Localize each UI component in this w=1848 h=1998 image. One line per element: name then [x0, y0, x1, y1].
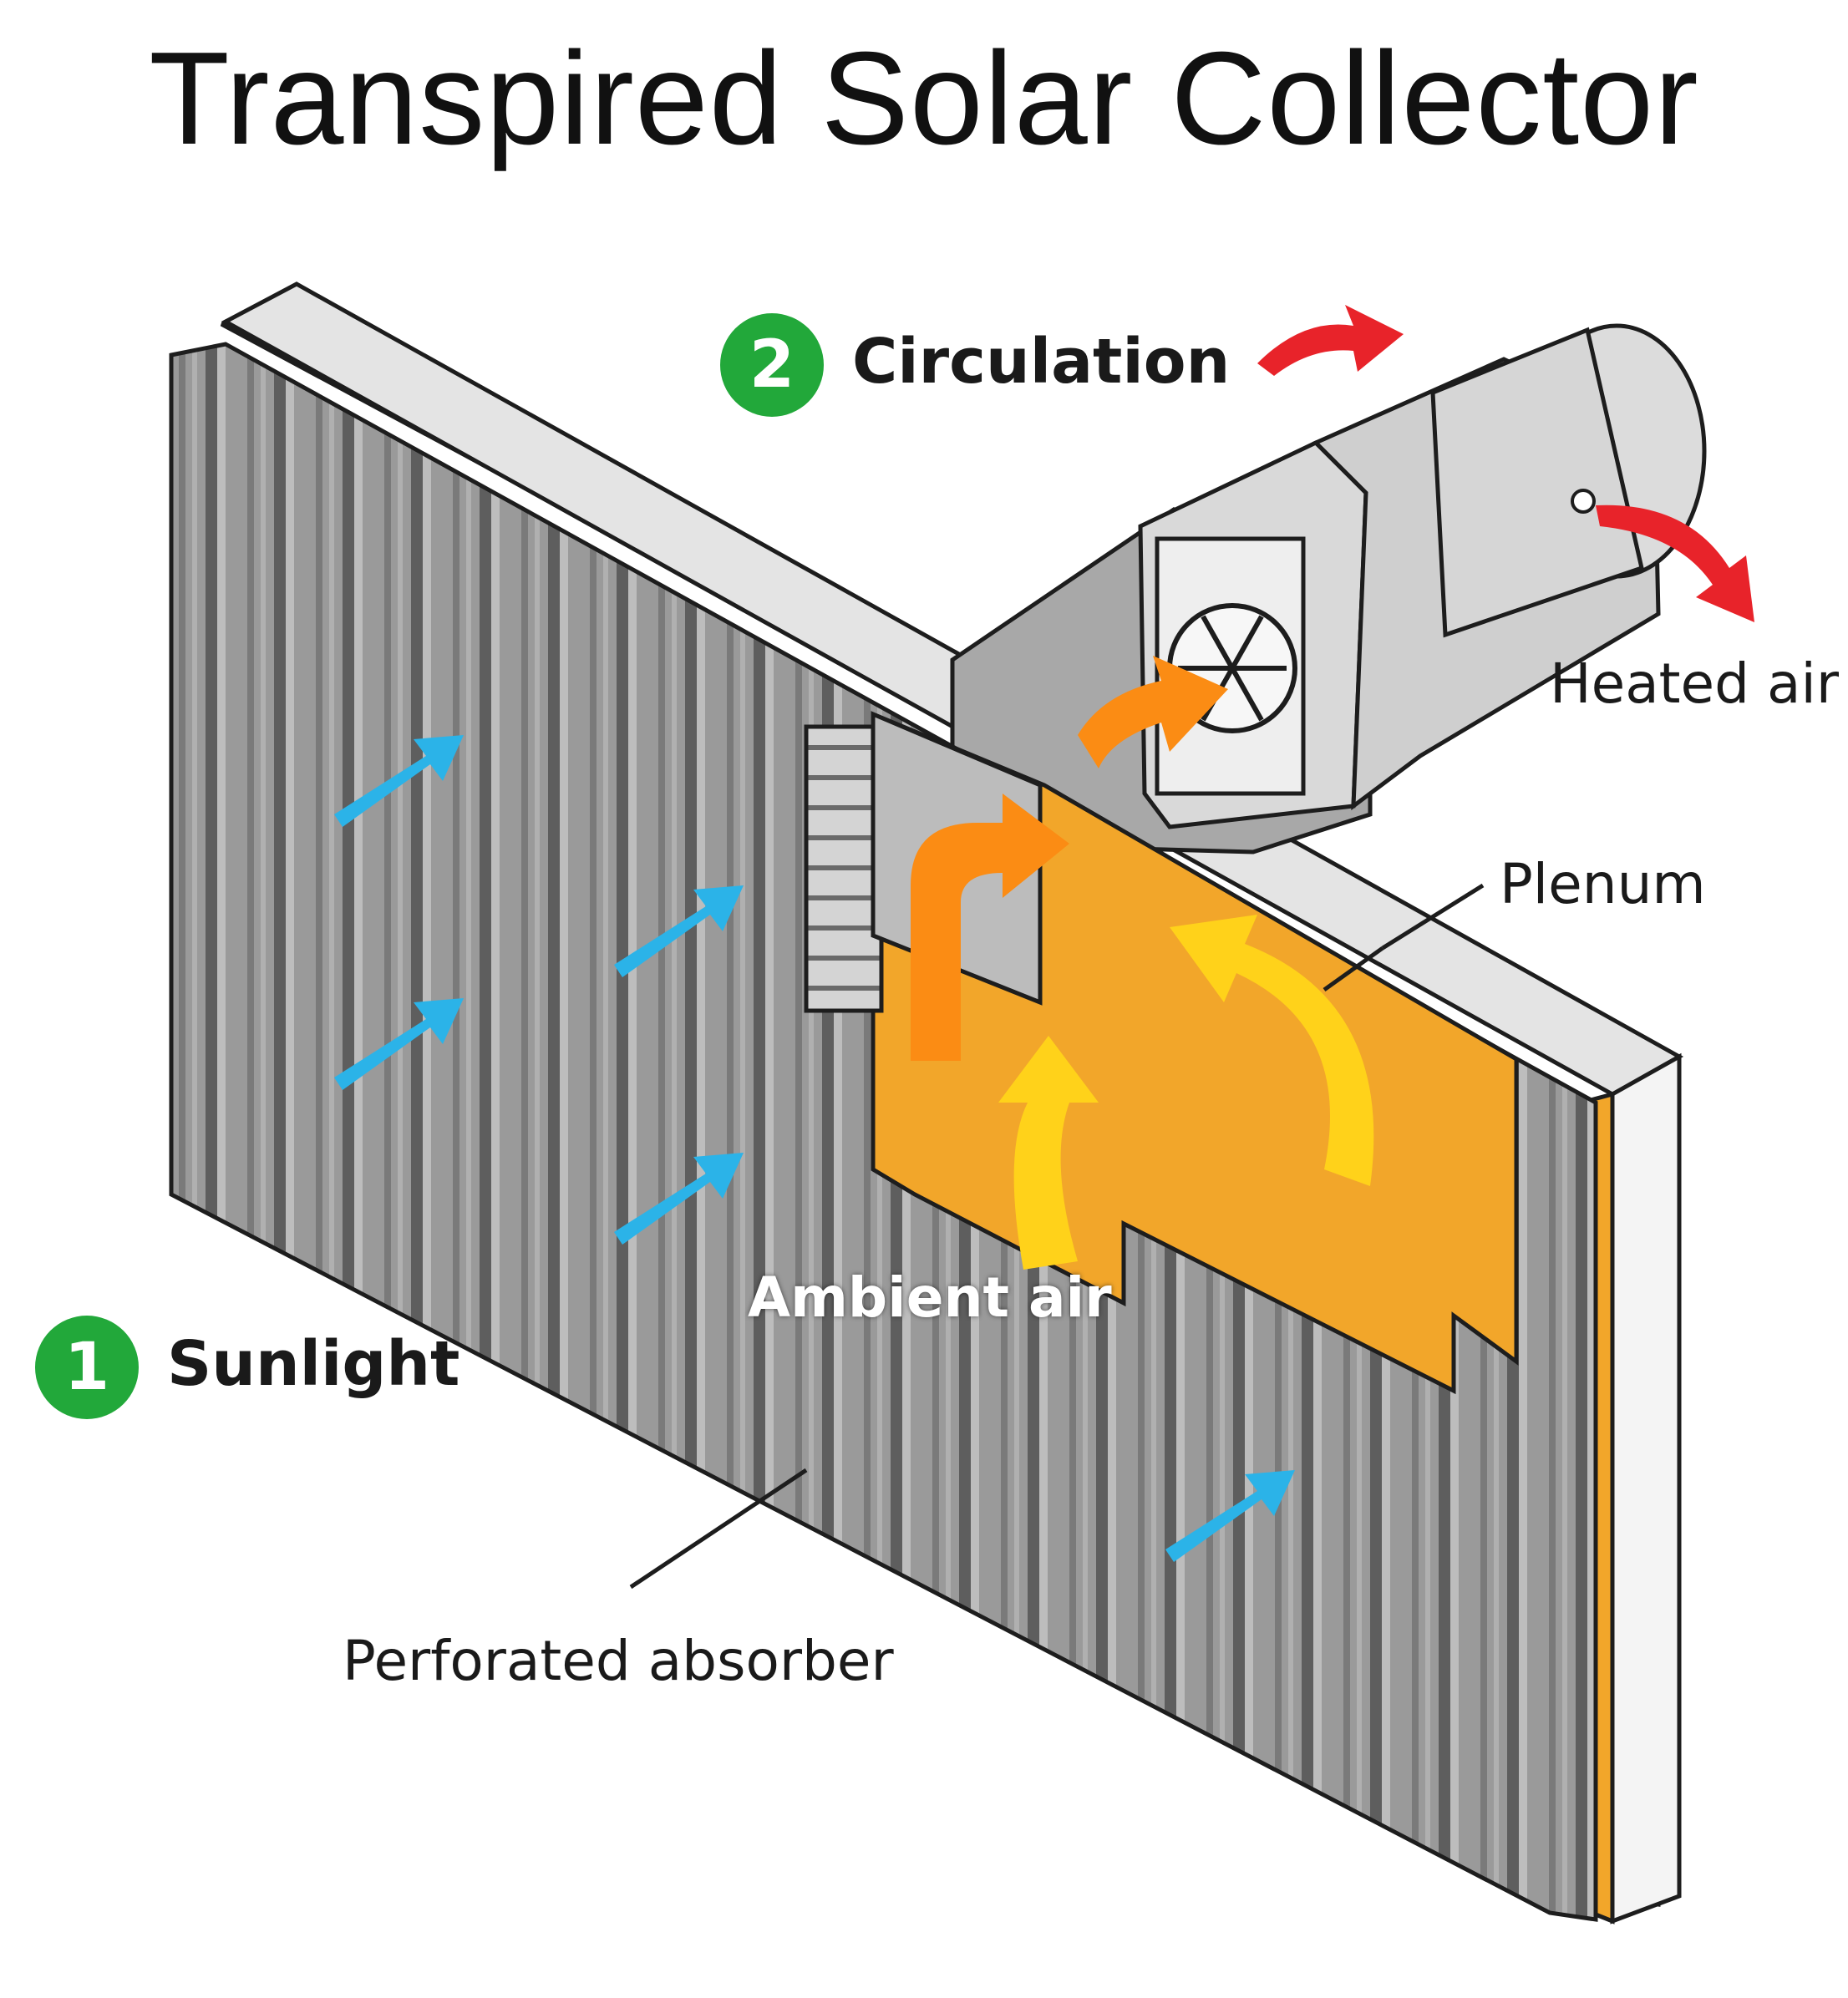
heated-airflow-arrows — [911, 656, 1374, 1270]
step-1-badge: 1 — [35, 1316, 139, 1419]
duct-cylinder — [1430, 327, 1644, 638]
perforated-absorber-label: Perforated absorber — [343, 1629, 894, 1693]
louver-vent — [804, 724, 884, 1013]
sunlight-arrows — [334, 735, 1295, 1562]
heated-air-label: Heated air — [1550, 652, 1839, 716]
step-1-label: Sunlight — [167, 1328, 460, 1400]
plenum-label: Plenum — [1500, 852, 1706, 916]
ambient-air-label: Ambient air — [748, 1265, 1112, 1330]
step-2-label: Circulation — [852, 326, 1231, 398]
wall-side — [1610, 1052, 1682, 1924]
step-2-badge: 2 — [720, 313, 824, 417]
duct-port — [1571, 489, 1596, 514]
diagram-title: Transpired Solar Collector — [149, 25, 1699, 172]
exhaust-arrows — [1257, 305, 1754, 622]
callout-leaders — [629, 883, 1485, 1590]
